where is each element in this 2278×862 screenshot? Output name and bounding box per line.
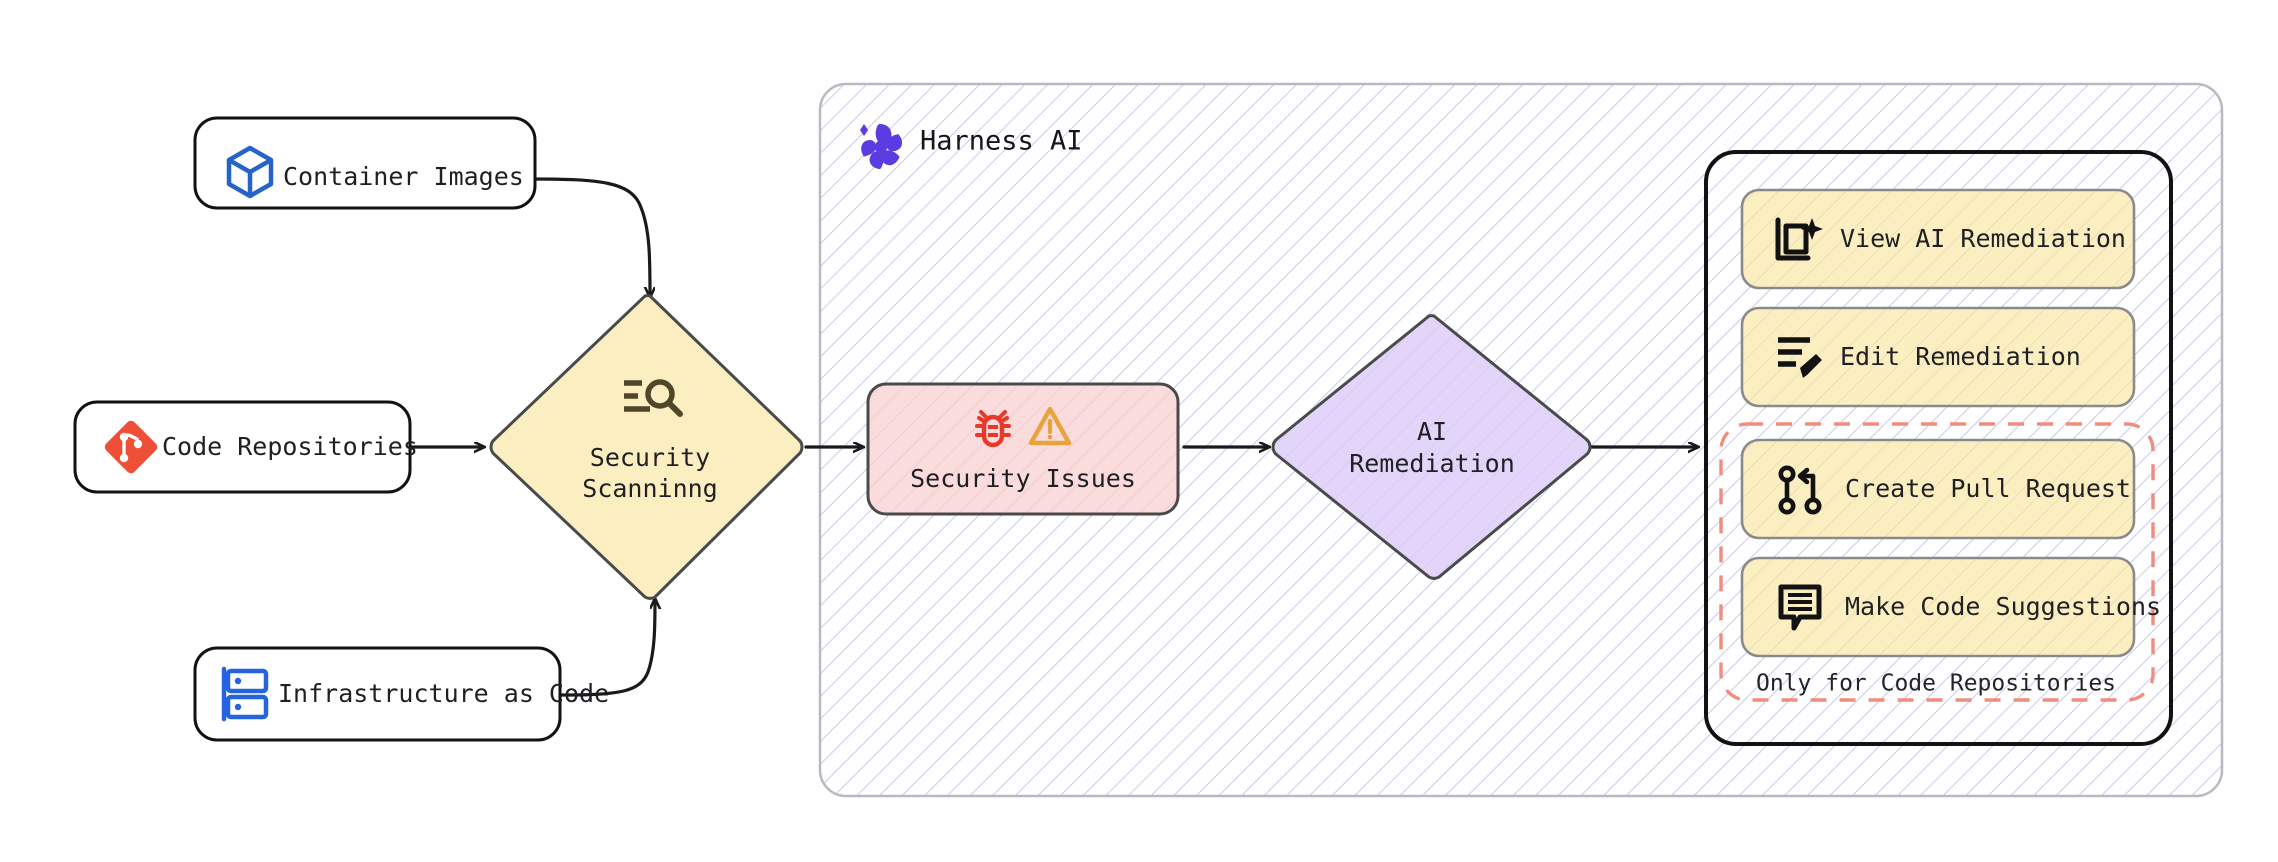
harness-pinwheel-logo bbox=[860, 124, 903, 169]
security-issues-label: Security Issues bbox=[910, 464, 1136, 493]
security-scanning-diamond[interactable] bbox=[489, 294, 804, 600]
lines-pencil-icon bbox=[1778, 337, 1822, 378]
security-scanning-label-line2: Scanninng bbox=[582, 474, 717, 503]
node-security-scanning[interactable]: Security Scanninng bbox=[489, 294, 804, 600]
action-label-edit-remediation: Edit Remediation bbox=[1840, 342, 2081, 371]
actions-panel-border bbox=[1704, 150, 2173, 746]
document-search-icon bbox=[624, 379, 683, 417]
node-security-issues[interactable]: Security Issues bbox=[866, 382, 1180, 516]
security-issues-box[interactable] bbox=[866, 382, 1180, 516]
document-sparkle-icon bbox=[1775, 217, 1823, 261]
code-repositories-label: Code Repositories bbox=[162, 432, 418, 461]
action-card-view-ai-remediation[interactable] bbox=[1740, 188, 2136, 290]
edge-container-to-scanning bbox=[531, 177, 650, 296]
harness-ai-title: Harness AI bbox=[920, 126, 1083, 157]
action-card-edit-remediation[interactable] bbox=[1740, 306, 2136, 408]
harness-ai-header: Harness AI bbox=[860, 124, 1083, 169]
git-pull-request-icon bbox=[1778, 465, 1822, 515]
code-repo-only-caption: Only for Code Repositories bbox=[1756, 671, 2116, 697]
action-card-create-pull-request[interactable] bbox=[1740, 438, 2136, 540]
container-images-label: Container Images bbox=[283, 162, 524, 191]
node-ai-remediation[interactable]: AI Remediation bbox=[1271, 314, 1592, 580]
warning-triangle-icon bbox=[1028, 406, 1072, 446]
action-label-make-code-suggestions: Make Code Suggestions bbox=[1845, 592, 2161, 621]
action-label-view-ai-remediation: View AI Remediation bbox=[1840, 224, 2126, 253]
action-label-create-pull-request: Create Pull Request bbox=[1845, 474, 2131, 503]
git-icon bbox=[104, 420, 158, 474]
security-scanning-label-line1: Security bbox=[590, 443, 710, 472]
container-images-box[interactable] bbox=[193, 116, 537, 210]
node-infrastructure-as-code[interactable]: Infrastructure as Code bbox=[193, 646, 609, 742]
node-container-images[interactable]: Container Images bbox=[193, 116, 537, 210]
ai-remediation-label-line1: AI bbox=[1417, 417, 1447, 446]
node-code-repositories[interactable]: Code Repositories bbox=[73, 400, 418, 494]
code-repo-only-dashed-group bbox=[1719, 422, 2155, 702]
comment-lines-icon bbox=[1778, 584, 1822, 631]
code-repositories-box[interactable] bbox=[73, 400, 412, 494]
edge-layer bbox=[408, 177, 1697, 697]
ai-remediation-diamond[interactable] bbox=[1271, 314, 1592, 580]
actions-panel: View AI Remediation Edit Remediation Cre… bbox=[1704, 150, 2173, 746]
bug-icon bbox=[975, 410, 1011, 448]
cube-icon bbox=[226, 145, 274, 199]
infrastructure-as-code-label: Infrastructure as Code bbox=[278, 679, 609, 708]
edge-iac-to-scanning bbox=[558, 600, 655, 697]
infrastructure-as-code-box[interactable] bbox=[193, 646, 562, 742]
server-stack-icon bbox=[221, 666, 269, 722]
ai-remediation-label-line2: Remediation bbox=[1349, 449, 1515, 478]
action-card-make-code-suggestions[interactable] bbox=[1740, 556, 2136, 658]
